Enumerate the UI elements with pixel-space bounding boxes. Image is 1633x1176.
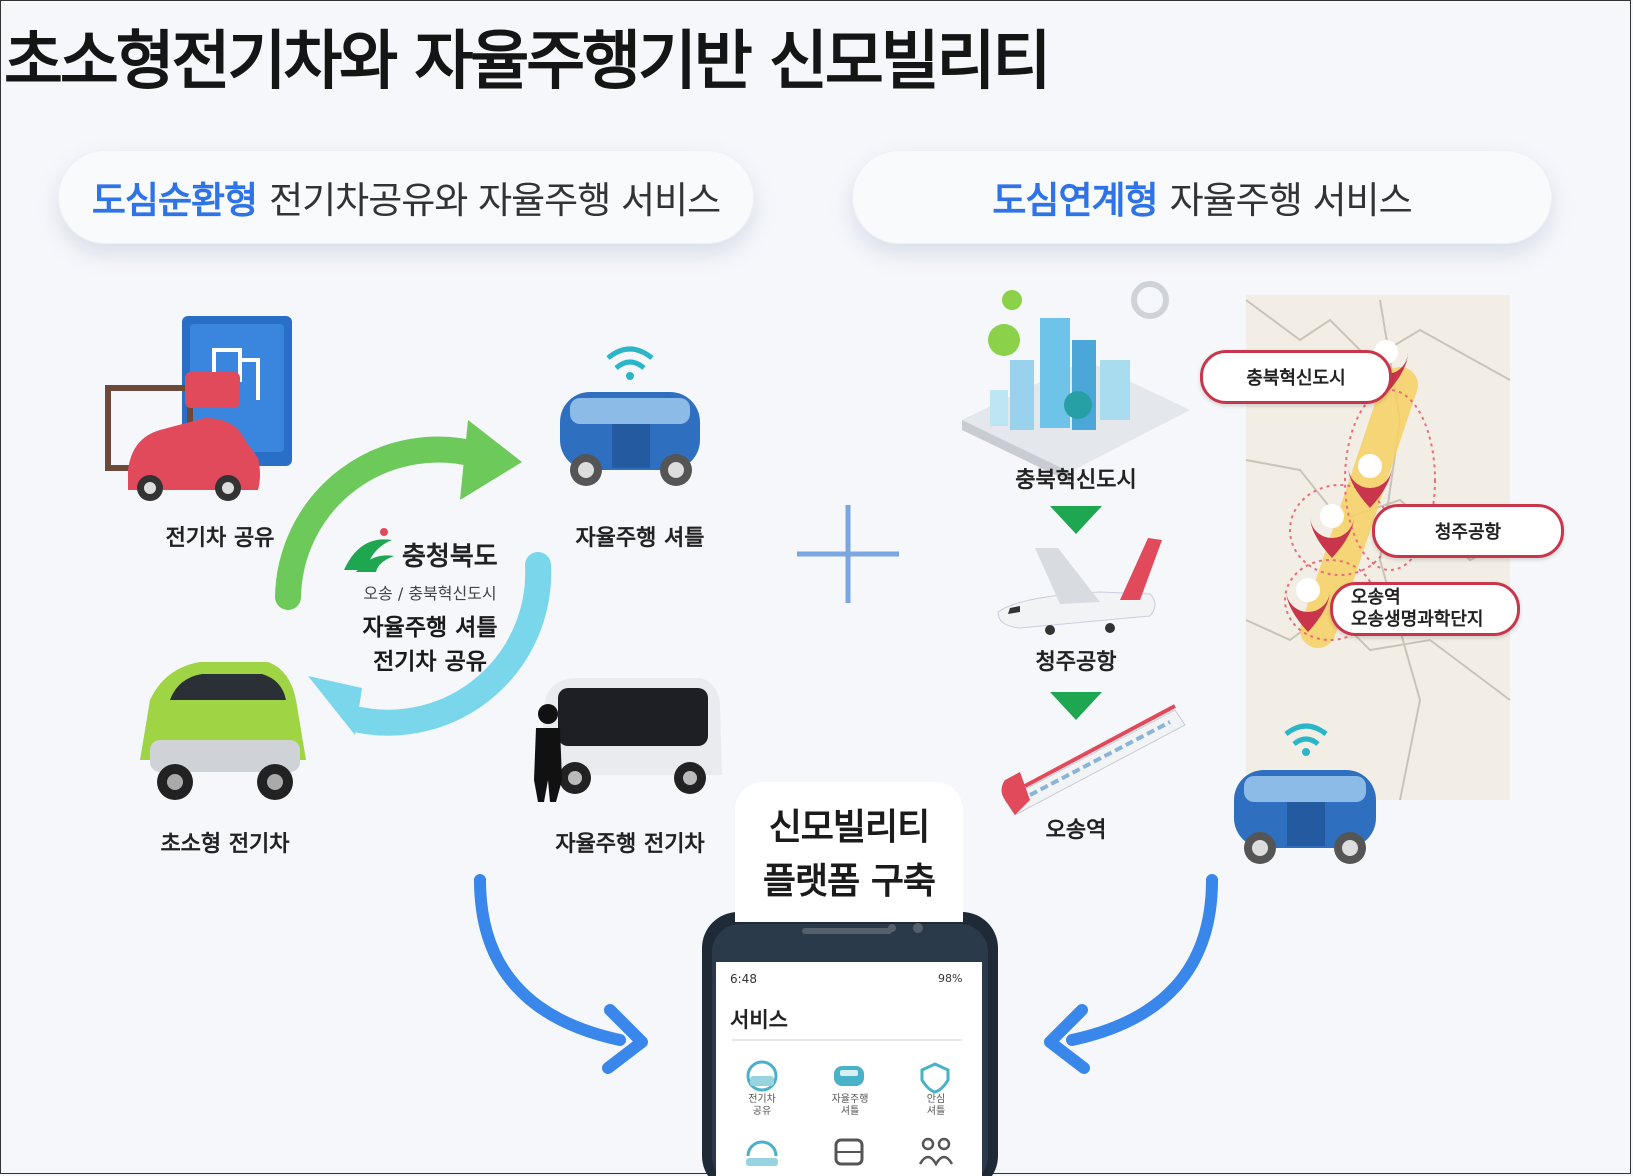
map-pin-icon: [1348, 454, 1392, 508]
app-safe-shuttle-l1: 안심: [926, 1094, 946, 1105]
smart-city-icon: [962, 281, 1190, 482]
app-shuttle-l2: 셔틀: [840, 1106, 860, 1117]
platform-line-1: 신모빌리티: [768, 807, 931, 848]
platform-line-2: 플랫폼 구축: [762, 861, 936, 902]
app-shuttle-l1: 자율주행: [831, 1094, 869, 1105]
app-shuttle[interactable]: 자율주행 셔틀: [822, 1094, 878, 1118]
app-safe-shuttle-icon: [920, 1062, 950, 1094]
label-autonomous-ev: 자율주행 전기차: [555, 832, 705, 857]
label-micro-ev: 초소형 전기차: [160, 832, 290, 857]
autonomous-ev-icon: [534, 678, 722, 802]
app-ev-sharing-l1: 전기차: [748, 1094, 776, 1105]
right-section-header: 도심연계형 자율주행 서비스: [852, 150, 1552, 244]
ev-charging-icon: [105, 316, 292, 501]
app-ev-sharing[interactable]: 전기차 공유: [740, 1094, 784, 1118]
smartphone: [702, 912, 998, 1176]
train-icon: [1001, 704, 1186, 816]
map-pin-icon: [1286, 578, 1330, 632]
app-ev-sharing-l2: 공유: [752, 1106, 772, 1117]
map-label-osong: 오송역 오송생명과학단지: [1330, 582, 1520, 636]
left-section-text: 전기차공유와 자율주행 서비스: [269, 179, 721, 222]
label-ev-sharing: 전기차 공유: [165, 526, 275, 551]
map-label-hyeoksin: 충북혁신도시: [1200, 350, 1392, 404]
center-line-2: 전기차 공유: [373, 649, 487, 675]
plus-icon: [797, 505, 899, 603]
left-curved-arrow: [474, 874, 648, 1074]
app-bus-icon: [834, 1138, 864, 1166]
map-label-osong-complex: 오송생명과학단지: [1351, 609, 1484, 630]
app-speed-icon: [746, 1140, 778, 1166]
map-label-osong-station: 오송역: [1351, 587, 1401, 608]
shuttle-icon: [560, 346, 700, 486]
flow-arrow-1: [1050, 506, 1102, 534]
label-shuttle: 자율주행 셔틀: [575, 526, 705, 551]
platform-card: [735, 782, 963, 922]
right-curved-arrow: [1044, 874, 1218, 1074]
center-line-1: 자율주행 셔틀: [362, 615, 498, 641]
left-section-header: 도심순환형 전기차공유와 자율주행 서비스: [58, 150, 754, 244]
org-location: 오송 / 충북혁신도시: [363, 584, 497, 603]
right-section-text: 자율주행 서비스: [1169, 179, 1413, 222]
flow-label-1: 충북혁신도시: [1015, 468, 1137, 493]
shuttle-icon-right: [1234, 723, 1376, 864]
org-name: 충청북도: [402, 542, 498, 572]
flow-label-3: 오송역: [1045, 818, 1107, 843]
app-safe-shuttle-l2: 셔틀: [926, 1106, 946, 1117]
phone-time: 6:48: [730, 972, 757, 986]
map-label-airport: 청주공항: [1372, 504, 1564, 558]
right-section-highlight: 도심연계형: [992, 179, 1158, 222]
phone-battery: 98%: [938, 972, 963, 985]
app-safe-shuttle[interactable]: 안심 셔틀: [914, 1094, 958, 1118]
app-people-icon: [918, 1137, 954, 1167]
micro-ev-icon: [140, 662, 306, 800]
flow-arrow-2: [1050, 692, 1102, 720]
cycle-arrows: [275, 420, 552, 736]
airplane-icon: [997, 538, 1162, 635]
app-shuttle-icon: [834, 1066, 864, 1086]
left-section-highlight: 도심순환형: [91, 179, 258, 222]
app-ev-sharing-icon: [746, 1060, 778, 1092]
page-title: 초소형전기차와 자율주행기반 신모빌리티: [4, 25, 1051, 99]
map-pin-icon: [1310, 504, 1354, 558]
phone-header: 서비스: [730, 1008, 788, 1032]
chungbuk-logo-icon: [344, 528, 394, 572]
flow-label-2: 청주공항: [1035, 650, 1117, 675]
